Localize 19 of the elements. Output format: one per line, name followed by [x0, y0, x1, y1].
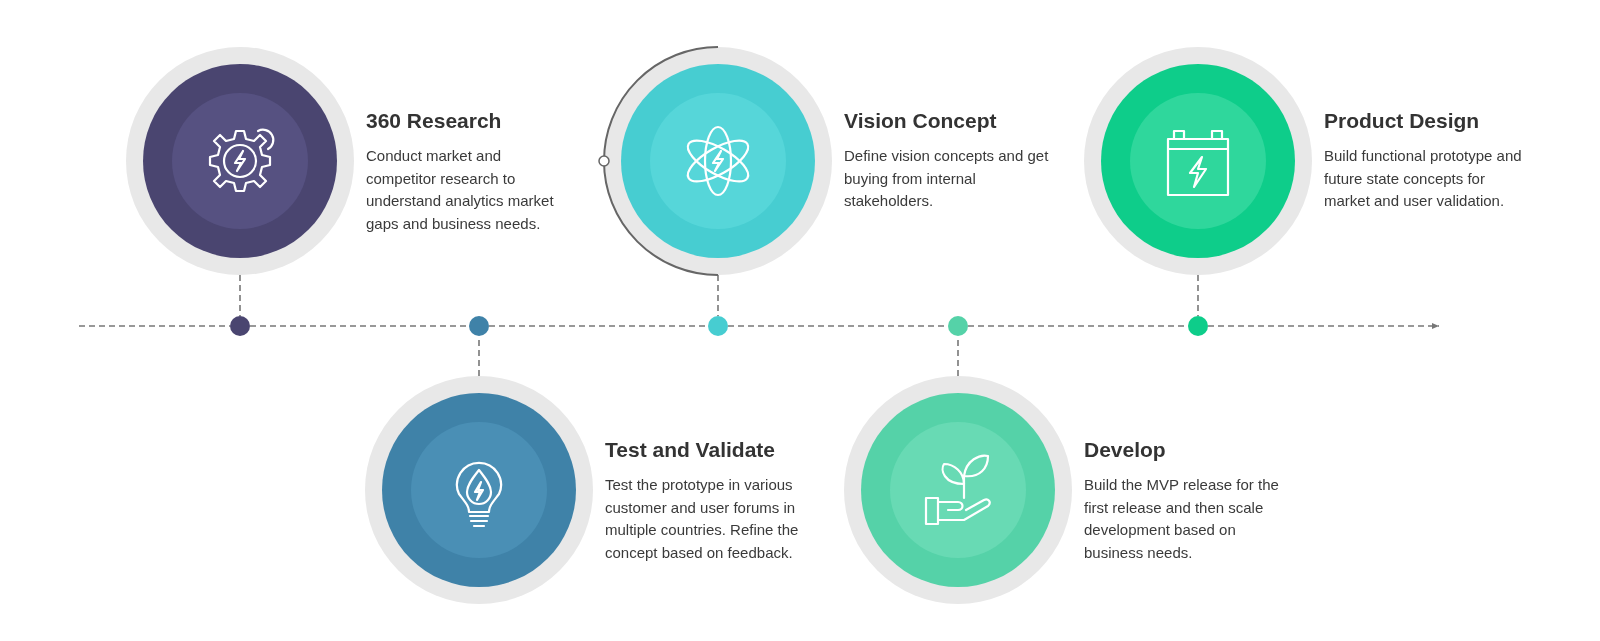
- step-description: Conduct market and competitor research to understand analytics market gaps and business needs.: [366, 146, 555, 234]
- step-title: Product Design: [1324, 109, 1480, 133]
- step-title: 360 Research: [366, 109, 502, 133]
- timeline-dot: [948, 316, 968, 336]
- connector: [1197, 274, 1199, 317]
- timeline-dot: [469, 316, 489, 336]
- connector: [239, 274, 241, 317]
- connector: [1207, 323, 1440, 329]
- step-description: Build the MVP release for the first release and then scale development based on business needs.: [1084, 475, 1280, 563]
- step-description: Build functional prototype and future state concepts for market and user validation.: [1324, 146, 1523, 211]
- step-title: Vision Concept: [844, 109, 997, 133]
- timeline-dot: [1188, 316, 1208, 336]
- step-title: Test and Validate: [605, 438, 775, 462]
- connector: [717, 274, 719, 317]
- step-description: Define vision concepts and get buying from internal stakeholders.: [844, 146, 1049, 211]
- step-description: Test the prototype in various customer and user forums in multiple countries. Refine the concept based on feedback.: [605, 475, 800, 563]
- step-title: Develop: [1084, 438, 1166, 462]
- timeline-dot: [708, 316, 728, 336]
- timeline-dot: [230, 316, 250, 336]
